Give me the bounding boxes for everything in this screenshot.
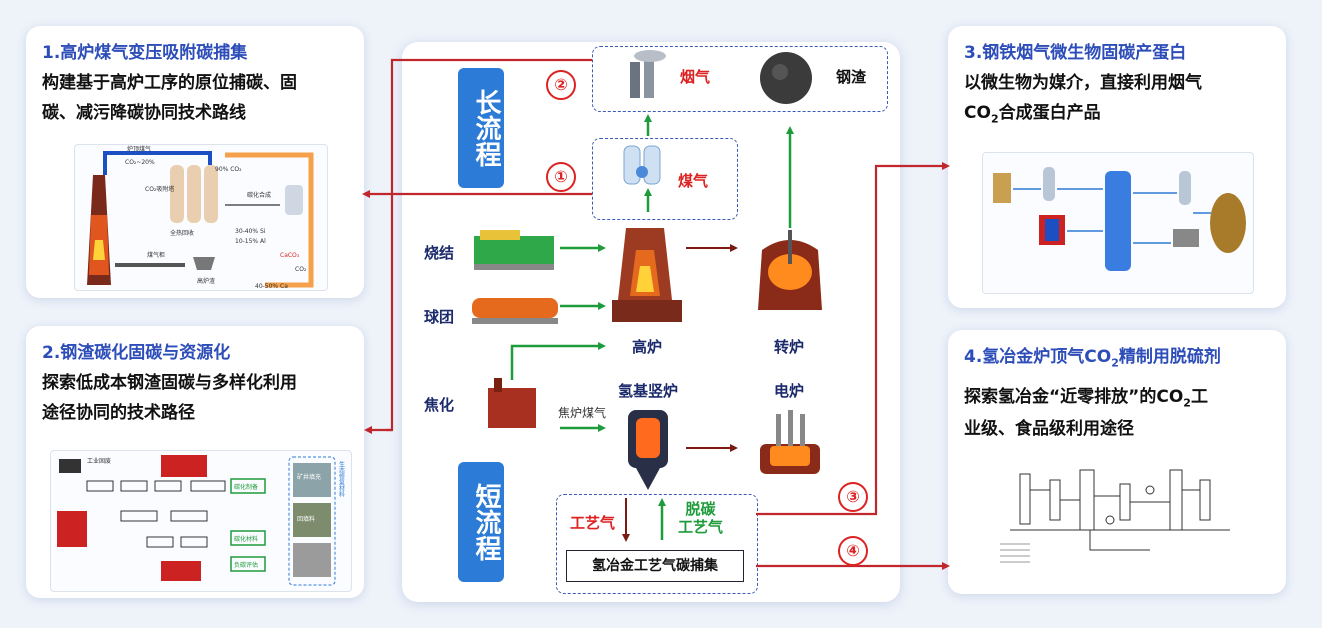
step-4-marker: ④ bbox=[838, 536, 868, 566]
svg-text:10-15% Al: 10-15% Al bbox=[235, 238, 266, 245]
svg-text:碳化材料: 碳化材料 bbox=[234, 535, 258, 543]
pellet-kiln-icon bbox=[472, 298, 558, 324]
converter-icon bbox=[758, 230, 822, 310]
card2-process-image: 工业固废 碳化制备 碳化材料 负碳评估 矿井填充 回填料 生态修复材料 bbox=[50, 450, 352, 592]
card1-title: 1.高炉煤气变压吸附碳捕集 bbox=[42, 43, 248, 63]
svg-text:高炉渣: 高炉渣 bbox=[197, 277, 215, 285]
short-process-label: 短流程 bbox=[458, 462, 504, 582]
card1-desc-line2: 碳、减污降碳协同技术路线 bbox=[42, 103, 246, 123]
h2-capture-box: 氢冶金工艺气碳捕集 bbox=[566, 550, 744, 582]
card2-title: 2.钢渣碳化固碳与资源化 bbox=[42, 343, 231, 363]
card4-desc-line1: 探索氢冶金“近零排放”的CO2工 bbox=[964, 387, 1208, 410]
flue-gas-label: 烟气 bbox=[680, 68, 711, 86]
step-2-marker: ② bbox=[546, 70, 576, 100]
hydrogen-shaft-label: 氢基竖炉 bbox=[618, 382, 679, 400]
svg-text:CO₂~20%: CO₂~20% bbox=[125, 159, 155, 166]
svg-text:90% CO₂: 90% CO₂ bbox=[215, 166, 242, 173]
h2-process-box bbox=[556, 494, 758, 594]
step-1-marker: ① bbox=[546, 162, 576, 192]
sintering-label: 烧结 bbox=[424, 244, 455, 262]
card3-process-image bbox=[982, 152, 1254, 294]
coal-gas-box bbox=[592, 138, 738, 220]
step-3-marker: ③ bbox=[838, 482, 868, 512]
card1-desc-line1: 构建基于高炉工序的原位捕碳、固 bbox=[42, 73, 297, 93]
chimney-icon bbox=[630, 50, 666, 98]
svg-text:生态修复材料: 生态修复材料 bbox=[338, 460, 345, 498]
gas-tank-icon bbox=[623, 145, 661, 185]
sinter-machine-icon bbox=[474, 230, 554, 270]
hydrogen-shaft-furnace-icon bbox=[628, 410, 668, 490]
card-bf-gas-capture: 1.高炉煤气变压吸附碳捕集 构建基于高炉工序的原位捕碳、固 碳、减污降碳协同技术… bbox=[26, 26, 364, 298]
card1-process-image: 炉顶煤气 CO₂~20% 90% CO₂ CO₂吸附塔 碳化合成 全热回收 30… bbox=[74, 144, 328, 291]
long-process-label: 长流程 bbox=[458, 68, 504, 188]
svg-text:矿井填充: 矿井填充 bbox=[297, 473, 321, 481]
converter-label: 转炉 bbox=[774, 338, 805, 356]
refine-schematic bbox=[1000, 469, 1230, 563]
card2-desc-line2: 途径协同的技术路径 bbox=[42, 403, 195, 423]
svg-text:回填料: 回填料 bbox=[297, 515, 315, 523]
flue-gas-slag-box bbox=[592, 46, 888, 112]
coke-oven-icon bbox=[488, 378, 536, 428]
card3-title: 3.钢铁烟气微生物固碳产蛋白 bbox=[964, 43, 1187, 63]
electric-furnace-icon bbox=[760, 410, 820, 474]
card4-desc-line2: 业级、食品级利用途径 bbox=[964, 419, 1134, 439]
slag-pile-icon bbox=[760, 52, 812, 104]
blast-furnace-label: 高炉 bbox=[632, 338, 663, 356]
card4-title: 4.氢冶金炉顶气CO2精制用脱硫剂 bbox=[964, 347, 1221, 370]
card-slag-carbonation: 2.钢渣碳化固碳与资源化 探索低成本钢渣固碳与多样化利用 途径协同的技术路径 bbox=[26, 326, 364, 598]
coal-gas-label: 煤气 bbox=[678, 172, 709, 190]
microbial-schematic bbox=[993, 167, 1246, 271]
svg-text:CaCO₃: CaCO₃ bbox=[280, 252, 300, 259]
svg-text:40-50% Ca: 40-50% Ca bbox=[255, 283, 288, 290]
svg-text:工业固废: 工业固废 bbox=[87, 457, 111, 465]
svg-text:煤气柜: 煤气柜 bbox=[147, 251, 165, 259]
pellet-label: 球团 bbox=[424, 308, 455, 326]
card-h2-co2-refine: 4.氢冶金炉顶气CO2精制用脱硫剂 探索氢冶金“近零排放”的CO2工 业级、食品… bbox=[948, 330, 1286, 594]
t1-label: 炉顶煤气 bbox=[127, 145, 151, 153]
blast-furnace-icon bbox=[612, 228, 682, 322]
decarb-gas-label: 脱碳 工艺气 bbox=[678, 500, 724, 536]
svg-text:全热回收: 全热回收 bbox=[170, 229, 194, 237]
card2-desc-line1: 探索低成本钢渣固碳与多样化利用 bbox=[42, 373, 297, 393]
svg-text:碳化制备: 碳化制备 bbox=[234, 483, 258, 491]
steel-slag-label: 钢渣 bbox=[836, 68, 867, 86]
card4-process-image bbox=[990, 460, 1248, 572]
electric-furnace-label: 电炉 bbox=[774, 382, 805, 400]
process-gas-label: 工艺气 bbox=[570, 514, 616, 532]
svg-text:碳化合成: 碳化合成 bbox=[247, 191, 271, 199]
coke-oven-gas-label: 焦炉煤气 bbox=[558, 406, 607, 420]
card-microbial-protein: 3.钢铁烟气微生物固碳产蛋白 以微生物为媒介，直接利用烟气 CO2合成蛋白产品 bbox=[948, 26, 1286, 308]
bf-capture-schematic: 炉顶煤气 CO₂~20% 90% CO₂ CO₂吸附塔 碳化合成 全热回收 30… bbox=[87, 145, 314, 290]
card3-desc-line1: 以微生物为媒介，直接利用烟气 bbox=[964, 73, 1202, 93]
svg-text:CO₂吸附塔: CO₂吸附塔 bbox=[145, 185, 174, 193]
svg-text:30-40% Si: 30-40% Si bbox=[235, 228, 266, 235]
card3-desc-line2: CO2合成蛋白产品 bbox=[964, 103, 1101, 126]
slag-flow-schematic: 工业固废 碳化制备 碳化材料 负碳评估 矿井填充 回填料 生态修复材料 bbox=[57, 455, 345, 586]
svg-text:负碳评估: 负碳评估 bbox=[234, 561, 258, 569]
coking-label: 焦化 bbox=[424, 396, 455, 414]
svg-text:CO₂: CO₂ bbox=[295, 266, 307, 273]
